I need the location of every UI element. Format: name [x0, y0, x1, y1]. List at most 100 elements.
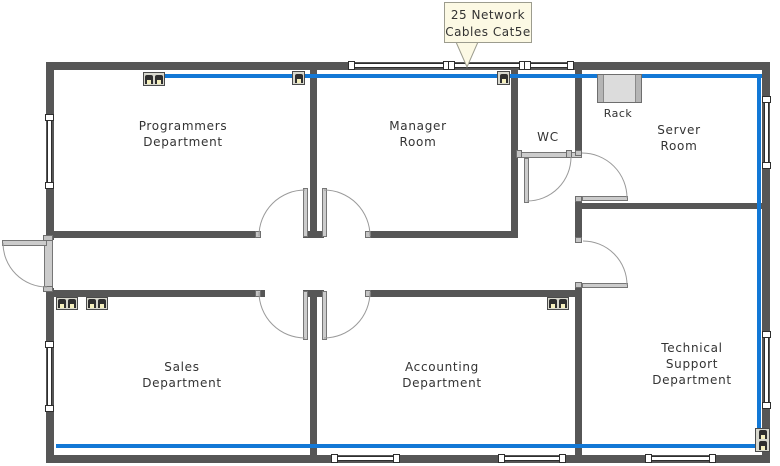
window-icon: [649, 456, 712, 461]
entrance-door-frame: [44, 240, 53, 288]
rj45-jack-icon: [145, 75, 153, 84]
room-label-line: Department: [652, 373, 732, 387]
rj45-jack-icon: [88, 299, 96, 308]
rack-icon: [597, 74, 642, 103]
window-icon: [47, 118, 52, 185]
room-label-line: Manager: [389, 119, 447, 133]
door-arc: [258, 291, 306, 339]
door-hinge-cap: [43, 286, 53, 292]
rj45-jack-icon: [58, 299, 66, 308]
window-end-cap: [45, 341, 54, 348]
door-arc: [581, 152, 628, 199]
rj45-jack-icon: [294, 74, 303, 83]
exterior-wall-bottom: [46, 455, 770, 463]
callout-line: Cables Cat5e: [445, 25, 531, 39]
ethernet-socket-icon: [86, 297, 108, 310]
callout-network-cables: 25 Network Cables Cat5e: [444, 2, 532, 43]
door-hinge-cap: [255, 231, 261, 238]
ethernet-socket-icon: [497, 71, 510, 85]
rack-label-text: Rack: [603, 107, 633, 120]
room-label-server-room: Server Room: [599, 122, 759, 154]
window-icon: [502, 456, 562, 461]
window-icon: [528, 63, 570, 68]
door-hinge-cap: [43, 235, 53, 241]
rj45-jack-icon: [68, 299, 76, 308]
door-hinge-cap: [575, 150, 582, 156]
door-arc: [2, 242, 48, 288]
wall-server-room-bottom: [575, 203, 770, 209]
door-hinge-cap: [575, 196, 582, 202]
room-label-technical-support-department: Technical Support Department: [592, 340, 780, 388]
callout-line: 25 Network: [450, 8, 526, 22]
exterior-wall-right: [762, 62, 770, 463]
door-arc: [323, 189, 371, 237]
window-end-cap: [393, 454, 400, 463]
room-label-line: WC: [537, 130, 559, 144]
window-end-cap: [559, 454, 566, 463]
room-label-line: Room: [399, 135, 437, 149]
window-icon: [352, 63, 446, 68]
window-end-cap: [762, 162, 771, 169]
door-hinge-cap: [575, 237, 582, 243]
rj45-jack-icon: [559, 299, 567, 308]
corridor-wall-top-left: [54, 231, 258, 238]
window-icon: [335, 456, 396, 461]
room-label-line: Department: [143, 135, 223, 149]
room-label-line: Support: [665, 357, 719, 371]
door-icon-entrance: [2, 240, 47, 246]
door-icon-sales: [303, 291, 308, 340]
rack-label: Rack: [588, 106, 648, 122]
rj45-jack-icon: [499, 74, 508, 83]
door-arc: [258, 189, 306, 237]
door-hinge-cap: [365, 290, 371, 297]
room-label-line: Department: [142, 376, 222, 390]
door-hinge-cap: [516, 150, 522, 158]
window-end-cap: [498, 454, 505, 463]
wall-server-mid: [575, 199, 582, 240]
door-hinge-cap: [255, 290, 261, 297]
network-cable-top: [163, 74, 762, 78]
window-end-cap: [524, 61, 531, 70]
room-label-accounting-department: Accounting Department: [342, 359, 542, 391]
wall-programmers-manager: [310, 70, 317, 238]
door-icon-wc: [524, 158, 529, 203]
room-label-line: Department: [402, 376, 482, 390]
window-end-cap: [762, 331, 771, 338]
room-label-line: Programmers: [138, 119, 228, 133]
window-icon: [764, 100, 769, 165]
rj45-jack-icon: [98, 299, 106, 308]
ethernet-socket-icon: [56, 297, 78, 310]
ethernet-socket-icon: [143, 72, 165, 86]
window-end-cap: [448, 61, 455, 70]
room-label-programmers-department: Programmers Department: [83, 118, 283, 150]
room-label-sales-department: Sales Department: [82, 359, 282, 391]
room-label-line: Sales: [164, 360, 200, 374]
window-end-cap: [348, 61, 355, 70]
room-label-manager-room: Manager Room: [338, 118, 498, 150]
window-end-cap: [331, 454, 338, 463]
room-label-line: Technical: [661, 341, 723, 355]
rj45-jack-icon: [155, 75, 163, 84]
room-label-line: Accounting: [404, 360, 479, 374]
door-icon-techsupport: [582, 283, 628, 288]
window-icon: [47, 345, 52, 408]
room-label-wc: WC: [518, 129, 578, 145]
door-icon-programmers: [303, 188, 308, 237]
corridor-wall-bottom-left: [54, 290, 265, 297]
door-arc: [323, 291, 371, 339]
wall-manager-wc: [511, 70, 518, 238]
window-end-cap: [45, 405, 54, 412]
rj45-jack-icon: [758, 430, 767, 439]
window-end-cap: [762, 96, 771, 103]
window-end-cap: [45, 114, 54, 121]
room-label-line: Server: [657, 123, 701, 137]
door-icon-accounting: [322, 291, 327, 340]
door-arc: [526, 156, 572, 202]
wall-wc-server-upper: [575, 70, 582, 153]
window-end-cap: [45, 182, 54, 189]
ethernet-socket-icon: [755, 428, 770, 452]
rj45-jack-icon: [758, 441, 767, 450]
corridor-wall-bottom-right: [368, 290, 582, 297]
door-hinge-cap: [566, 150, 572, 158]
